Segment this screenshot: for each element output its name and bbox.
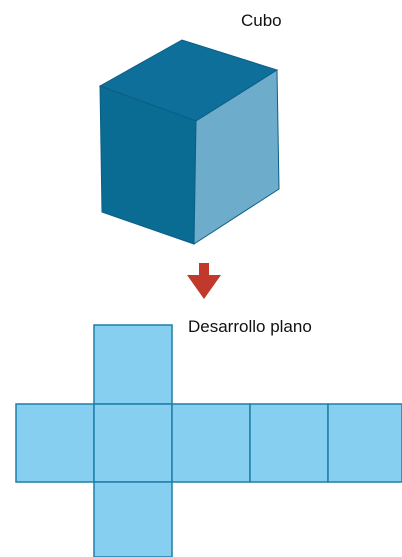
cube-side-face <box>193 69 280 245</box>
net-face-extra <box>327 403 402 483</box>
net-face-bottom <box>93 481 173 557</box>
cube-net <box>15 324 402 557</box>
net-label: Desarrollo plano <box>188 317 312 336</box>
net-face-right <box>171 403 251 483</box>
net-face-center <box>93 403 173 483</box>
cube-title: Cubo <box>241 11 282 30</box>
down-arrow-icon <box>187 263 221 299</box>
net-face-top <box>93 324 173 405</box>
net-face-back <box>249 403 329 483</box>
cube-illustration <box>98 39 280 245</box>
net-face-left <box>15 403 95 483</box>
